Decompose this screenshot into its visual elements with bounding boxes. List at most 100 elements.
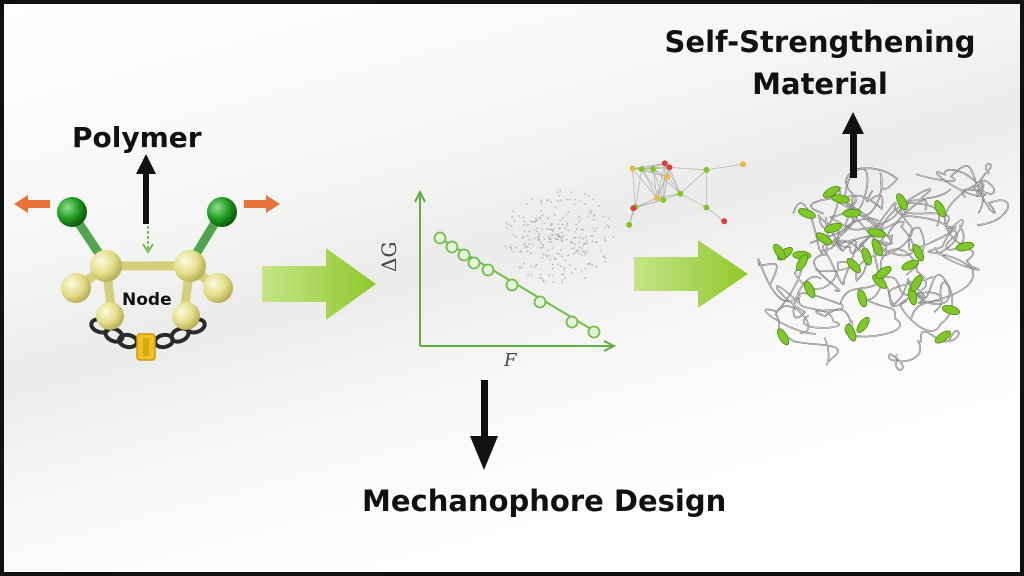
cloud-dot: [510, 225, 513, 228]
cloud-dot: [509, 245, 512, 248]
cloud-dot: [602, 215, 605, 218]
mechanophore-unit: [934, 330, 952, 344]
cloud-dot: [526, 234, 529, 237]
cloud-dot: [532, 244, 534, 246]
mechanophore-unit: [912, 243, 925, 262]
chlorine-atom-right: [207, 197, 237, 227]
cloud-dot: [574, 267, 577, 270]
cloud-dot: [582, 244, 585, 247]
cloud-dot: [567, 210, 570, 213]
plot-markers: [433, 231, 601, 339]
cloud-dot: [504, 244, 507, 247]
cloud-dot: [578, 252, 581, 255]
cloud-dot: [596, 227, 598, 229]
cloud-dot: [563, 227, 566, 230]
cloud-dot: [560, 231, 563, 234]
cloud-dot: [506, 247, 508, 250]
cloud-dot: [564, 276, 566, 279]
carbon-atom: [174, 250, 206, 282]
cloud-dot: [584, 203, 587, 205]
mechanophore-units: [773, 185, 975, 346]
cloud-dot: [523, 223, 526, 226]
network-node: [654, 195, 661, 201]
cloud-dot: [553, 257, 556, 260]
mechanophore-unit: [941, 305, 961, 315]
cloud-dot: [554, 237, 557, 240]
cloud-dot: [543, 238, 546, 240]
polymer-strand-highlight: [840, 274, 950, 305]
network-node: [626, 221, 633, 228]
mechanophore-unit: [901, 259, 920, 271]
network-edge: [633, 199, 664, 209]
cloud-dot: [539, 273, 542, 276]
cloud-dot: [567, 254, 570, 257]
cloud-dot: [580, 271, 583, 273]
cloud-dot: [591, 240, 594, 243]
network-edge: [706, 207, 725, 222]
cloud-dot: [594, 241, 597, 243]
cloud-dot: [527, 273, 529, 276]
cloud-dot: [558, 253, 561, 255]
polymer-strand-highlight: [928, 219, 980, 271]
polymer-strand-highlight: [810, 168, 898, 217]
plot-axes: [414, 189, 617, 352]
mechanophore-unit: [955, 241, 975, 252]
cloud-dot: [575, 223, 578, 226]
mechanophore-unit: [773, 243, 786, 261]
cloud-dot: [573, 247, 576, 249]
polymer-up-arrow-icon: [136, 154, 156, 224]
cloud-dot: [531, 198, 534, 201]
cloud-dot: [560, 239, 563, 242]
network-edge: [634, 168, 643, 208]
cloud-dot: [537, 239, 540, 241]
cloud-dot: [551, 267, 554, 270]
cloud-dot: [551, 235, 553, 238]
cloud-dot: [557, 263, 560, 266]
cloud-dot: [585, 236, 587, 238]
cloud-dot: [550, 241, 553, 244]
cloud-dot: [599, 249, 602, 252]
cloud-dot: [557, 235, 559, 238]
network-edge: [680, 193, 707, 208]
cloud-dot: [551, 263, 554, 266]
mechanophore-unit: [824, 222, 843, 233]
cloud-dot: [564, 259, 567, 262]
mechanophore-unit: [777, 328, 790, 346]
polymer-strand-highlight: [792, 203, 857, 256]
cloud-dot: [561, 223, 564, 226]
cloud-dot: [584, 193, 586, 196]
network-edge: [652, 168, 664, 201]
mechanophore-unit: [910, 274, 923, 292]
plot-marker: [445, 240, 459, 254]
cloud-dot: [536, 230, 538, 233]
cloud-dot: [530, 265, 532, 268]
cloud-dot: [566, 222, 568, 225]
cloud-dot: [542, 244, 544, 247]
cloud-dot: [573, 252, 576, 255]
cloud-dot: [546, 199, 549, 202]
scatter-cloud: [504, 189, 615, 284]
polymer-strand-highlight: [888, 330, 960, 371]
cloud-dot: [552, 230, 554, 233]
carbon-atom: [203, 273, 233, 303]
polymer-strand-highlight: [757, 258, 840, 329]
cloud-dot: [527, 224, 529, 227]
polymer-strand-highlight: [880, 248, 934, 306]
cloud-dot: [578, 236, 581, 239]
polymer-strand-highlight: [900, 281, 953, 332]
diagram-canvas: ΔG F: [14, 112, 1009, 470]
small-network: [626, 160, 746, 228]
cloud-dot: [547, 235, 550, 238]
cloud-dot: [542, 281, 545, 283]
network-edge: [706, 163, 744, 171]
network-edge: [669, 166, 707, 171]
network-edge: [662, 176, 668, 200]
plot-marker: [433, 231, 447, 245]
cloud-dot: [589, 235, 592, 237]
network-edge: [656, 176, 668, 199]
cloud-dot: [563, 269, 565, 272]
cloud-dot: [550, 224, 552, 227]
polymer-strand-highlight: [818, 186, 898, 254]
cloud-dot: [574, 236, 577, 239]
